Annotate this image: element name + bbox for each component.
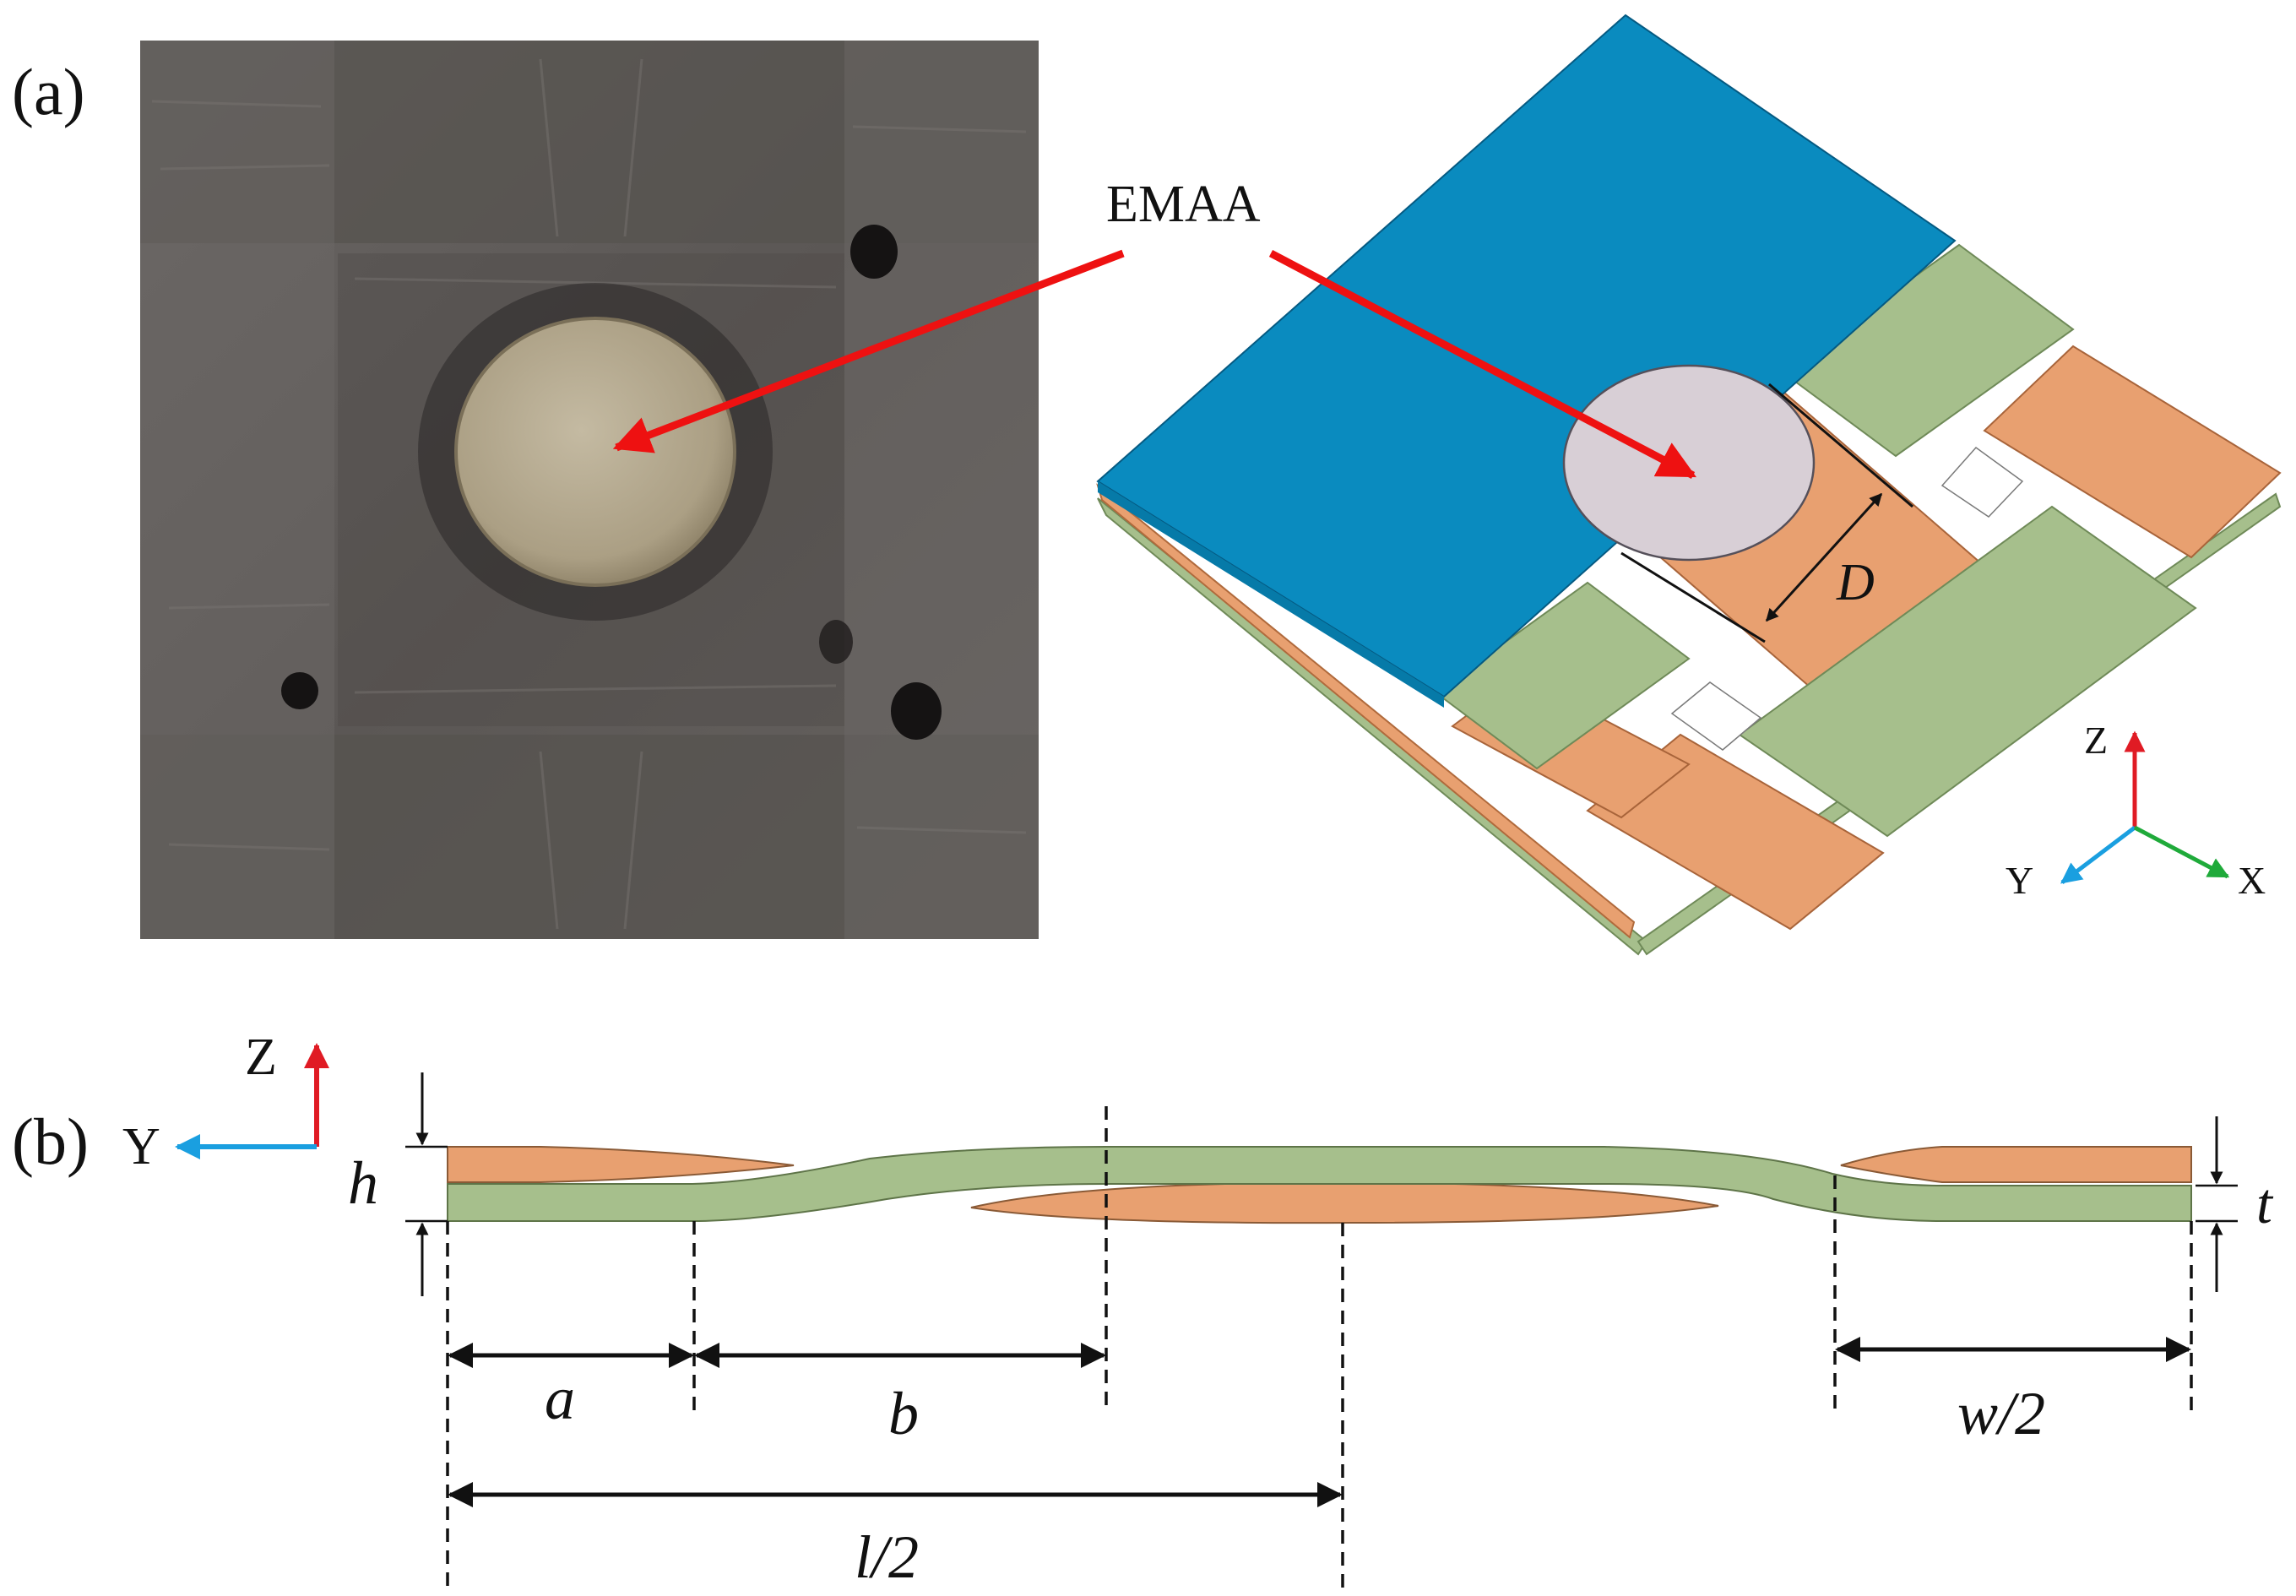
d-extension-line	[1768, 383, 1913, 508]
orange-yarn-right	[1983, 345, 2282, 559]
orange-yarn-section	[970, 1181, 1719, 1224]
emaa-arrow-to-model	[1268, 250, 1696, 479]
photo-dark-spot	[891, 682, 942, 740]
model-orange-edge	[1096, 483, 1636, 939]
orange-yarn-section	[447, 1146, 795, 1183]
unit-cell-model	[1096, 14, 2282, 956]
emaa-arrow-to-photo	[612, 249, 1125, 453]
green-yarn-section	[447, 1146, 2192, 1222]
photo-emaa-disc	[454, 317, 736, 587]
blue-ply	[1096, 14, 1957, 698]
panel-a-label: (a)	[12, 55, 85, 128]
d-dimension-arrow	[1765, 492, 1883, 622]
specimen-photo	[140, 41, 1039, 939]
photo-dark-spot	[819, 620, 853, 664]
panel-b-label: (b)	[12, 1105, 89, 1178]
axis-triad-a	[2060, 730, 2230, 884]
l-half-dimension-label: l/2	[855, 1523, 919, 1591]
emaa-callout-label: EMAA	[1106, 176, 1261, 233]
cross-section	[447, 1146, 2192, 1224]
y-axis-label-b: Y	[122, 1118, 160, 1175]
photo-dark-spot	[850, 225, 898, 279]
z-axis-label-b: Z	[245, 1029, 277, 1086]
model-emaa-disc	[1562, 364, 1816, 562]
h-dimension-label: h	[348, 1149, 378, 1217]
orange-yarn-section	[1840, 1146, 2192, 1183]
green-yarn-middle	[1738, 505, 2197, 838]
x-axis-arrow	[2133, 825, 2230, 879]
t-dimension-label: t	[2256, 1171, 2274, 1235]
photo-yarn-band	[140, 41, 334, 939]
w-half-dimension-label: w/2	[1957, 1380, 2045, 1447]
y-axis-arrow	[2060, 826, 2136, 884]
y-axis-label: Y	[2006, 859, 2033, 902]
green-yarn-lower	[1434, 581, 1691, 770]
d-dimension-label: D	[1836, 554, 1875, 611]
weave-gap	[1940, 446, 2024, 518]
weave-gap	[1670, 681, 1762, 751]
b-dimension-label: b	[888, 1380, 919, 1447]
reference-lines	[446, 1106, 2193, 1592]
d-extension-line	[1620, 551, 1766, 643]
a-dimension-label: a	[545, 1365, 575, 1432]
photo-fiber-texture	[151, 58, 1027, 930]
photo-yarn-band	[844, 41, 1039, 939]
z-axis-label: Z	[2084, 719, 2108, 762]
x-axis-label: X	[2238, 859, 2266, 902]
photo-dark-spot	[281, 672, 318, 709]
blue-ply-side	[1098, 481, 1444, 708]
